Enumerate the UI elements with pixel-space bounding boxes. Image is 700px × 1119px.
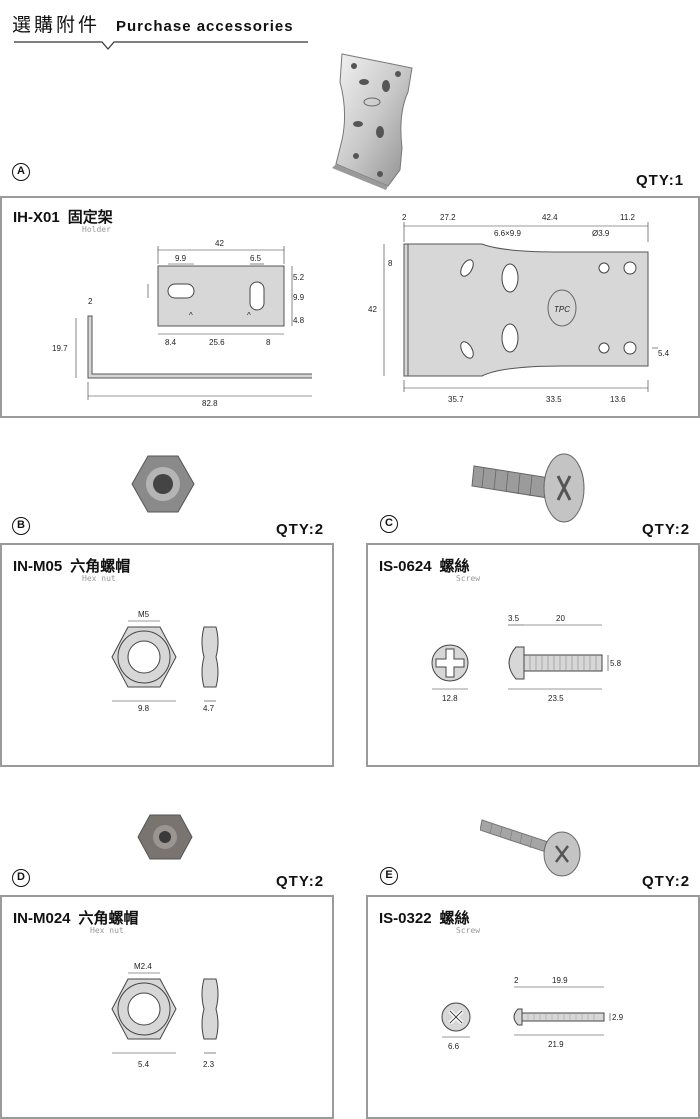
card-screw-0322: IS-0322 螺絲 Screw 6.6 2 19.9 2.9 21.9 [366,895,700,1119]
svg-text:2: 2 [88,297,93,306]
svg-text:4.8: 4.8 [293,316,305,325]
qty-e: QTY:2 [642,873,691,890]
screw-0624-drawing: 12.8 3.5 20 5.8 23.5 [431,614,622,703]
svg-text:2.3: 2.3 [203,1060,215,1069]
item-name: 固定架 [67,208,113,226]
item-code: IS-0322 [379,910,432,927]
svg-text:8: 8 [266,338,271,347]
screw-0624-photo [471,453,585,523]
card-hex-nut-m24: IN-M024 六角螺帽 Hex nut M2.4 5.4 2.3 [0,895,334,1119]
svg-text:35.7: 35.7 [448,395,464,404]
header-title-en: Purchase accessories [116,18,294,35]
qty-c: QTY:2 [642,521,691,538]
item-marker-e: E [380,867,398,885]
svg-text:6.5: 6.5 [250,254,262,263]
hex-nut-m24-photo [137,814,193,860]
svg-text:5.4: 5.4 [138,1060,150,1069]
svg-text:8.4: 8.4 [165,338,177,347]
holder-side-drawing: TPC 2 27.2 42.4 11.2 6.6×9.9 Ø3.9 8 42 5… [368,213,670,404]
svg-text:Ø3.9: Ø3.9 [592,229,610,238]
svg-text:42.4: 42.4 [542,213,558,222]
svg-text:42: 42 [215,239,224,248]
svg-text:23.5: 23.5 [548,694,564,703]
hex-nut-m24-drawing: M2.4 5.4 2.3 [111,962,219,1069]
svg-text:5.2: 5.2 [293,273,305,282]
svg-text:TPC: TPC [554,305,570,314]
holder-plate-drawing: ^ ^ 42 9.9 6.5 5.2 9.9 4.8 8.4 25.6 8 2 1… [52,239,312,408]
svg-text:M5: M5 [138,610,150,619]
svg-text:27.2: 27.2 [440,213,456,222]
card-screw-0624: IS-0624 螺絲 Screw 12.8 3.5 20 5.8 23.5 [366,543,700,767]
svg-text:6.6: 6.6 [448,1042,460,1051]
card-hex-nut-m5: IN-M05 六角螺帽 Hex nut M5 9.8 4.7 [0,543,334,767]
item-subtitle: Screw [456,926,481,935]
svg-text:^: ^ [247,311,251,320]
svg-text:2.9: 2.9 [612,1013,624,1022]
svg-text:82.8: 82.8 [202,399,218,408]
qty-b: QTY:2 [276,521,325,538]
hex-nut-m5-photo [131,455,195,513]
svg-text:6.6×9.9: 6.6×9.9 [494,229,521,238]
item-subtitle: Hex nut [82,574,116,583]
svg-text:9.9: 9.9 [175,254,187,263]
card-holder: IH-X01 固定架 Holder ^ ^ 42 9.9 6.5 5.2 9.9 … [0,196,700,418]
svg-text:2: 2 [514,976,519,985]
svg-text:12.8: 12.8 [442,694,458,703]
svg-text:20: 20 [556,614,565,623]
qty-d: QTY:2 [276,873,325,890]
svg-text:3.5: 3.5 [508,614,520,623]
item-name: 六角螺帽 [70,557,131,575]
holder-photo [332,53,413,190]
item-marker-c: C [380,515,398,533]
screw-0322-photo [480,819,581,877]
hex-nut-m5-drawing: M5 9.8 4.7 [111,610,219,713]
item-code: IN-M024 [13,910,71,927]
svg-text:42: 42 [368,305,377,314]
svg-text:5.8: 5.8 [610,659,622,668]
item-code: IN-M05 [13,558,63,575]
item-marker-b: B [12,517,30,535]
svg-text:33.5: 33.5 [546,395,562,404]
svg-text:19.7: 19.7 [52,344,68,353]
svg-text:9.8: 9.8 [138,704,150,713]
svg-text:25.6: 25.6 [209,338,225,347]
qty-a: QTY:1 [636,172,685,189]
svg-text:4.7: 4.7 [203,704,215,713]
svg-text:^: ^ [189,311,193,320]
item-marker-a: A [12,163,30,181]
header-title-zh: 選購附件 [12,14,101,36]
svg-text:11.2: 11.2 [620,213,636,222]
header-underline [14,41,308,50]
svg-text:8: 8 [388,259,393,268]
item-name: 螺絲 [439,909,470,927]
item-name: 螺絲 [439,557,470,575]
svg-text:21.9: 21.9 [548,1040,564,1049]
screw-0322-drawing: 6.6 2 19.9 2.9 21.9 [441,976,624,1051]
item-subtitle: Hex nut [90,926,124,935]
svg-text:M2.4: M2.4 [134,962,152,971]
item-name: 六角螺帽 [78,909,139,927]
item-subtitle: Holder [82,225,111,234]
item-code: IH-X01 [13,209,60,226]
svg-text:9.9: 9.9 [293,293,305,302]
svg-text:2: 2 [402,213,407,222]
item-subtitle: Screw [456,574,481,583]
item-code: IS-0624 [379,558,432,575]
item-marker-d: D [12,869,30,887]
svg-text:13.6: 13.6 [610,395,626,404]
svg-text:5.4: 5.4 [658,349,670,358]
svg-text:19.9: 19.9 [552,976,568,985]
